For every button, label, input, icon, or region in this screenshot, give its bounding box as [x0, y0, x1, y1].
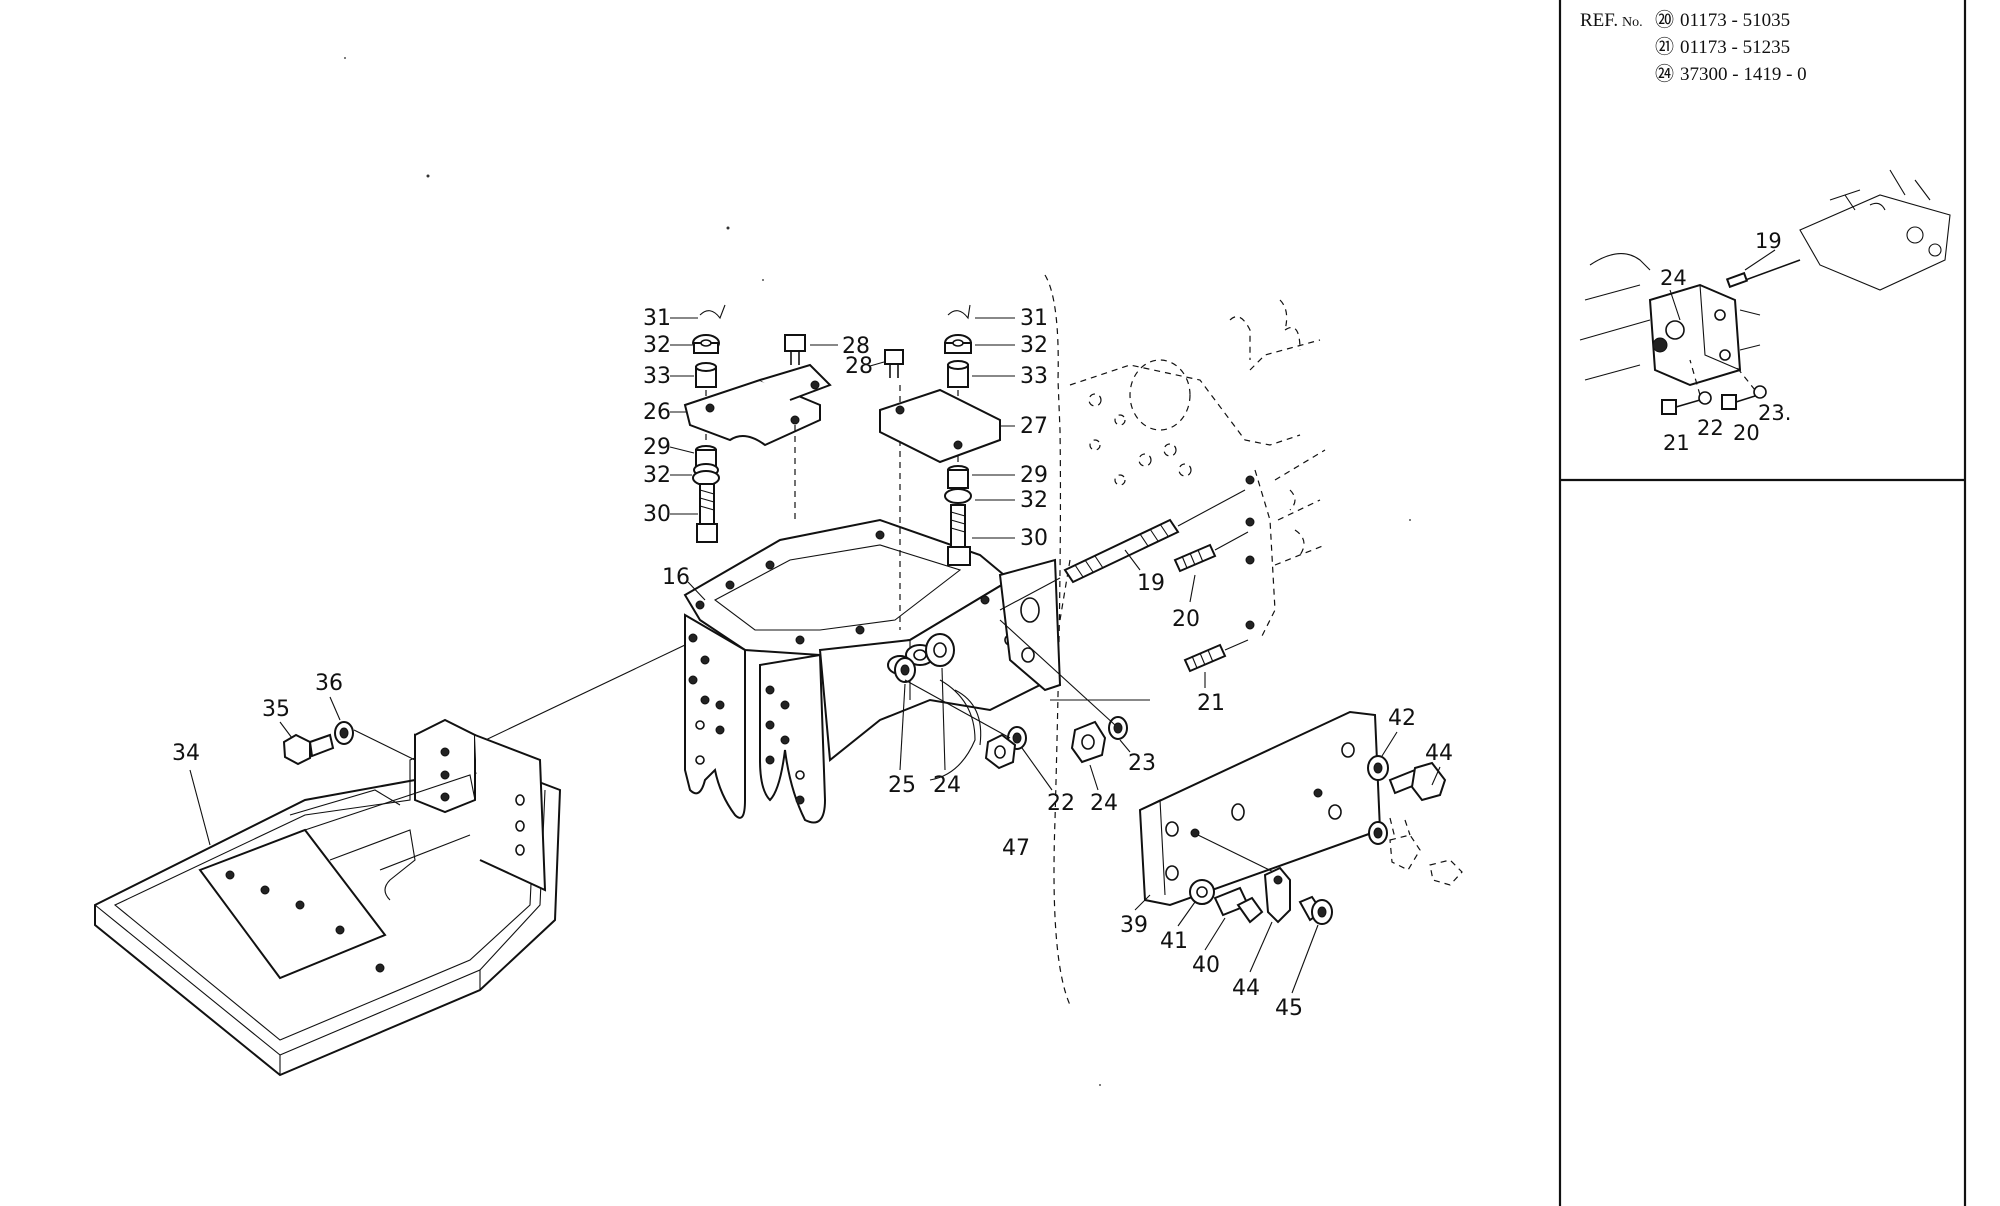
- inset-callout-24: 24: [1660, 266, 1687, 290]
- left-mount-stack: [692, 304, 726, 543]
- callout-21: 21: [1197, 691, 1225, 716]
- callout-31a: 31: [643, 306, 671, 331]
- clamp-44-lower: [1263, 866, 1291, 924]
- bolt-28-left: [784, 334, 806, 365]
- nut-25: [894, 657, 916, 683]
- callout-40: 40: [1192, 953, 1220, 978]
- front-bracket-16: [683, 518, 1062, 824]
- scan-specks: [344, 57, 1411, 1086]
- callout-45: 45: [1275, 996, 1303, 1021]
- callout-29b: 29: [1020, 463, 1048, 488]
- washer-lower-right: [1368, 821, 1388, 845]
- bolt-44-upper: [1388, 761, 1447, 802]
- inset-callout-23: 23.: [1758, 401, 1791, 425]
- ref-entry-1-circled: ⑳: [1655, 9, 1674, 31]
- callout-24b: 24: [1090, 791, 1118, 816]
- callout-32d: 32: [1020, 488, 1048, 513]
- washer-23: [1108, 716, 1128, 740]
- callout-32b: 32: [643, 463, 671, 488]
- callout-26: 26: [643, 400, 671, 425]
- inset-detail-drawing: 19 24 21 22 20 23.: [1579, 169, 1951, 455]
- bolt-35: [282, 733, 335, 766]
- stud-21: [1183, 639, 1249, 673]
- callout-44a: 44: [1425, 741, 1453, 766]
- inset-callout-21: 21: [1663, 431, 1690, 455]
- callout-31b: 31: [1020, 306, 1048, 331]
- washer-36: [334, 721, 354, 745]
- callout-41: 41: [1160, 929, 1188, 954]
- callout-28b: 28: [845, 354, 873, 379]
- callout-20: 20: [1172, 607, 1200, 632]
- inset-callout-20: 20: [1733, 421, 1760, 445]
- callout-33b: 33: [1020, 364, 1048, 389]
- callout-23: 23: [1128, 751, 1156, 776]
- callout-28a: 28: [842, 334, 870, 359]
- ref-entry-3-part: 37300 - 1419 - 0: [1680, 64, 1807, 85]
- callout-32a: 32: [643, 333, 671, 358]
- callout-27: 27: [1020, 414, 1048, 439]
- stud-20: [1173, 531, 1249, 573]
- callout-33a: 33: [643, 364, 671, 389]
- bolt-28-right: [884, 349, 904, 378]
- callout-32c: 32: [1020, 333, 1048, 358]
- callout-19: 19: [1137, 571, 1165, 596]
- callout-35: 35: [262, 697, 290, 722]
- callout-30b: 30: [1020, 526, 1048, 551]
- callout-47: 47: [1002, 836, 1030, 861]
- plate-26: [683, 363, 832, 520]
- nut-47: [984, 733, 1017, 770]
- ref-entry-2-part: 01173 - 51235: [1680, 37, 1790, 58]
- ref-label: REF.: [1580, 10, 1618, 31]
- reference-table: REF. No. ⑳ 01173 - 51035 ㉑ 01173 - 51235…: [1580, 9, 1807, 85]
- stud-19: [999, 489, 1246, 611]
- callout-24a: 24: [933, 773, 961, 798]
- callout-39: 39: [1120, 913, 1148, 938]
- ref-entry-3-circled: ㉔: [1655, 63, 1674, 85]
- side-panel-frame: [1558, 0, 1967, 1206]
- ref-entry-2-circled: ㉑: [1655, 36, 1674, 58]
- callout-22: 22: [1047, 791, 1075, 816]
- step-platform-34: [94, 718, 562, 1077]
- engine-block-outline: [1044, 274, 1326, 1006]
- ref-entry-1-part: 01173 - 51035: [1680, 10, 1790, 31]
- inset-callout-22: 22: [1697, 416, 1724, 440]
- inset-callout-19: 19: [1755, 229, 1782, 253]
- callout-16: 16: [662, 565, 690, 590]
- bolt-45: [1298, 895, 1333, 925]
- ref-no-label: No.: [1622, 15, 1643, 30]
- right-mount-stack: [899, 304, 972, 630]
- nut-24-left: [925, 633, 955, 667]
- plate-27: [879, 388, 1001, 464]
- callout-25: 25: [888, 773, 916, 798]
- callout-34: 34: [172, 741, 200, 766]
- nut-24-right: [1070, 720, 1107, 764]
- weight-plate-39: [1138, 710, 1382, 907]
- callout-29a: 29: [643, 435, 671, 460]
- clamp-ghost: [1389, 817, 1463, 886]
- bolt-40: [1189, 879, 1264, 924]
- callout-44b: 44: [1232, 976, 1260, 1001]
- callout-36: 36: [315, 671, 343, 696]
- callout-42: 42: [1388, 706, 1416, 731]
- washer-42: [1367, 755, 1389, 781]
- callout-30a: 30: [643, 502, 671, 527]
